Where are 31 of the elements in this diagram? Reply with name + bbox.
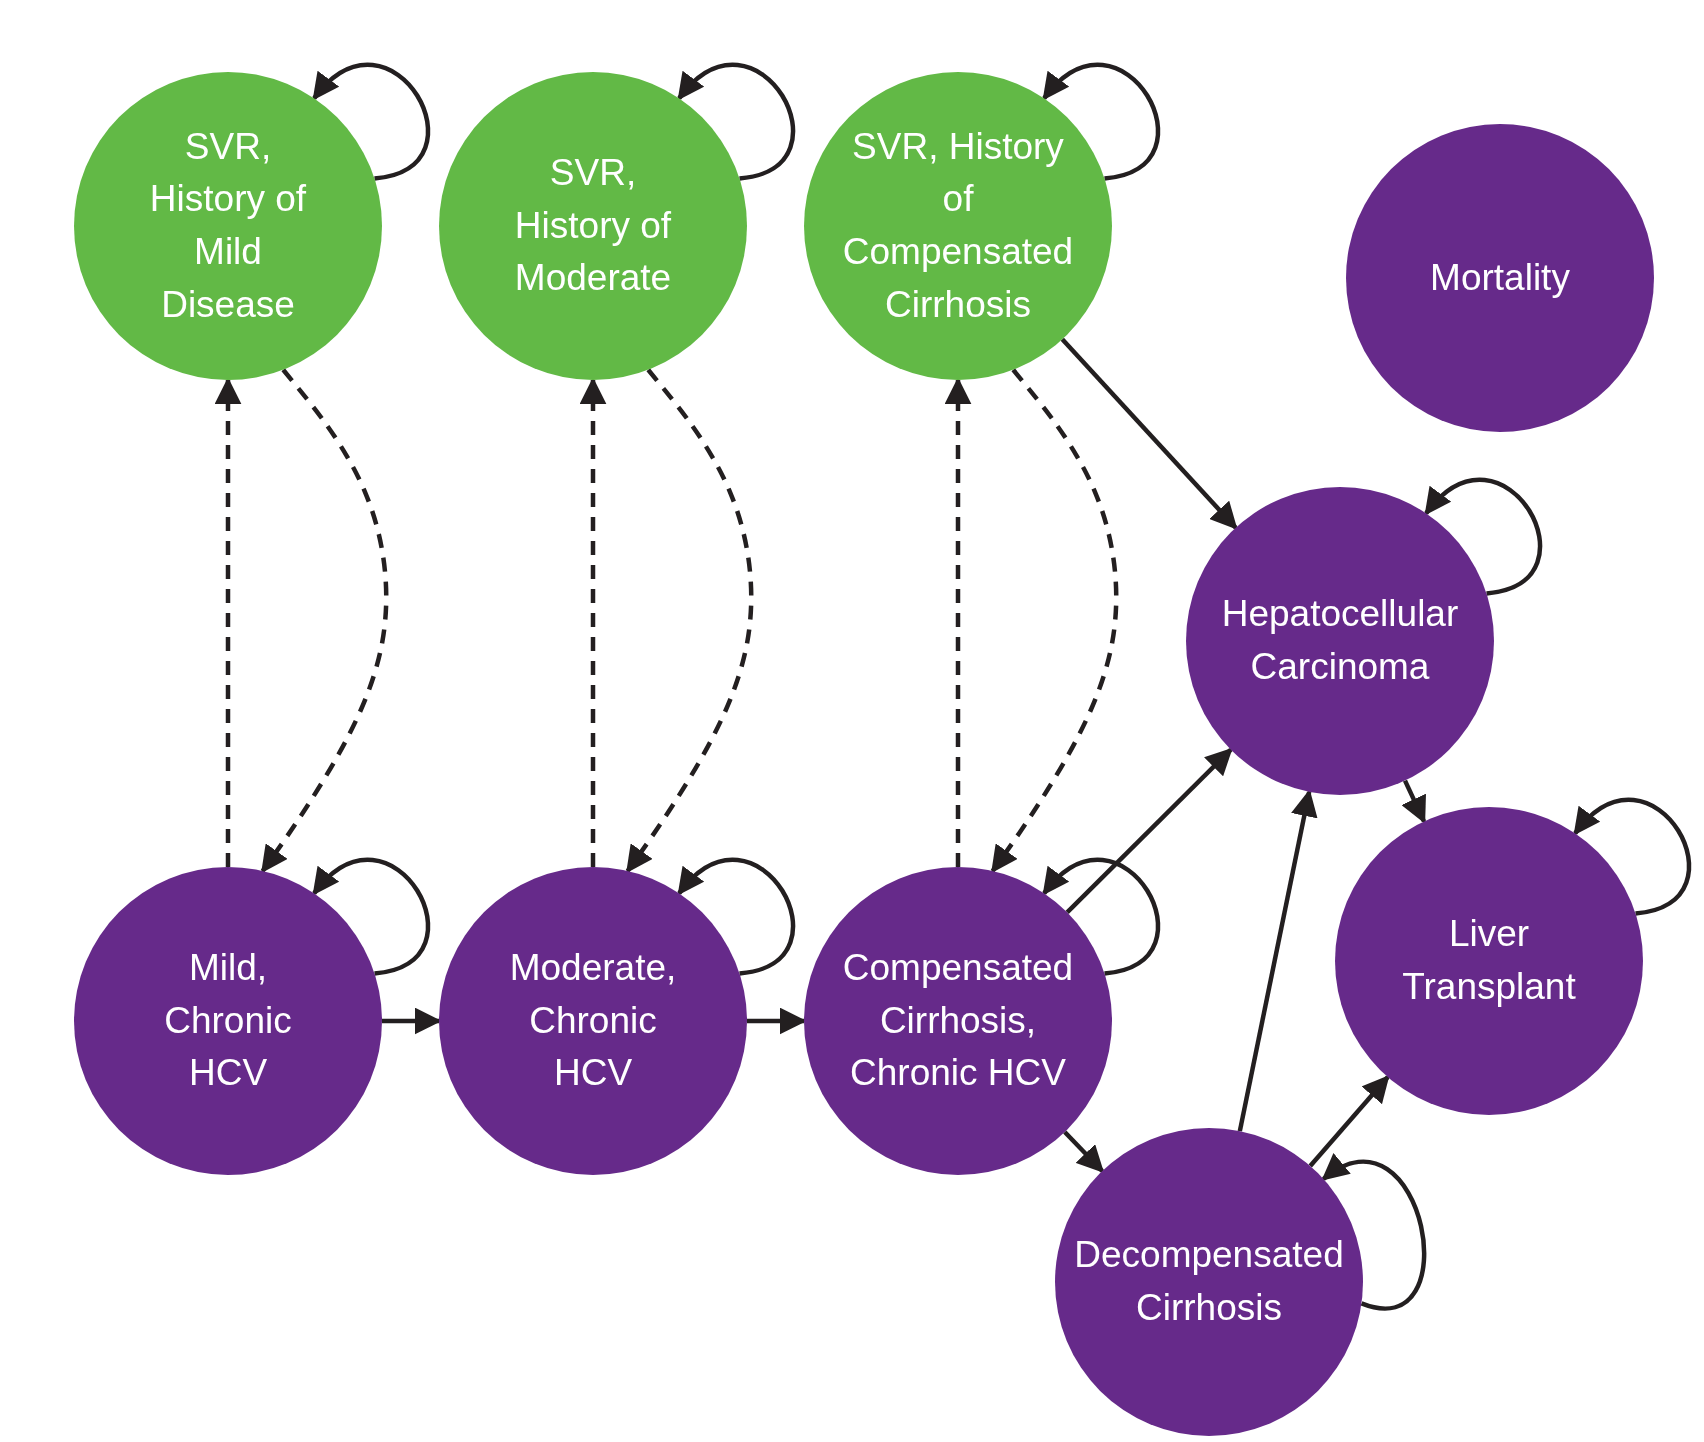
self-loop-arrow <box>1573 797 1692 916</box>
state-label: Mortality <box>1429 255 1571 300</box>
state-label: SVR, History of Mild Disease <box>148 124 308 327</box>
dashed-arrow <box>990 368 1119 874</box>
dashed-arrow <box>579 377 607 867</box>
state-label: Decompensated Cirrhosis <box>1073 1233 1345 1330</box>
state-label: SVR, History of Compensated Cirrhosis <box>841 124 1075 327</box>
self-loop-arrow <box>677 62 796 181</box>
self-loop-arrow <box>677 857 796 976</box>
dashed-arrow <box>260 368 389 874</box>
self-loop-arrow <box>1424 477 1543 596</box>
self-loop-arrow <box>1042 62 1161 181</box>
self-loop-arrow <box>1042 857 1161 976</box>
state-label: Compensated Cirrhosis, Chronic HCV <box>841 946 1075 1096</box>
arrow <box>1063 1130 1105 1173</box>
self-loop-arrow <box>312 857 431 976</box>
self-loop-arrow <box>312 62 431 181</box>
dashed-arrow <box>944 377 972 867</box>
state-label: Moderate, Chronic HCV <box>508 946 678 1096</box>
arrow <box>1237 789 1318 1132</box>
dashed-arrow <box>214 377 242 867</box>
state-label: Liver Transplant <box>1401 912 1577 1009</box>
state-label: Mild, Chronic HCV <box>163 946 293 1096</box>
arrow <box>1060 337 1238 530</box>
state-label: SVR, History of Moderate <box>513 151 673 301</box>
arrow <box>1308 1075 1390 1168</box>
arrow <box>1401 779 1427 824</box>
state-label: Hepatocellular Carcinoma <box>1220 592 1460 689</box>
arrow <box>1065 747 1233 914</box>
self-loop-arrow <box>1321 1154 1427 1311</box>
dashed-arrow <box>625 368 754 874</box>
